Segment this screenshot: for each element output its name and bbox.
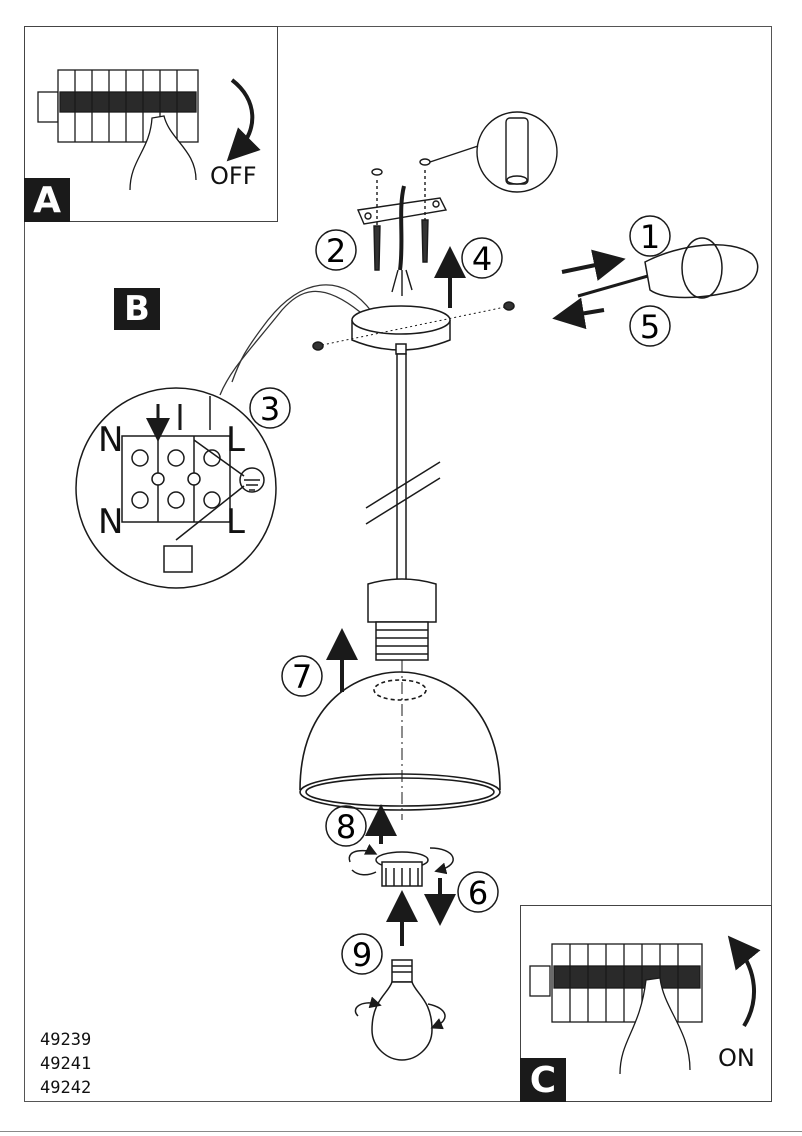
model-number: 49242 [40,1078,92,1098]
terminal-label-live-top: L [226,420,245,460]
terminal-label-live-bottom: L [226,502,245,542]
screwdriver [577,237,759,299]
step-circle-3: 3 [249,387,291,429]
svg-text:2: 2 [326,232,346,270]
wall-plug-detail [429,111,558,193]
light-bulb [354,959,446,1061]
step-circle-2: 2 [315,229,357,271]
sheet-frame [24,26,772,1102]
supply-cable [219,284,373,396]
terminal-block-detail [75,387,277,589]
bottom-rule [0,1131,802,1132]
breaker-on-illustration [529,935,761,1075]
panel-a-letter: A [24,178,70,222]
breaker-off-illustration [37,69,261,191]
step-circle-5: 5 [629,305,671,347]
step-circle-1: 1 [629,215,671,257]
svg-text:3: 3 [260,390,280,428]
step-circle-8: 8 [325,805,367,847]
step-circle-6: 6 [457,871,499,913]
terminal-label-neutral-bottom: N [98,502,124,542]
mounting-bracket [356,158,448,296]
svg-text:8: 8 [336,808,356,846]
svg-text:7: 7 [292,658,312,696]
on-label: ON [718,1044,755,1072]
svg-text:1: 1 [640,218,660,256]
lamp-holder-cup [367,578,437,661]
step-circle-7: 7 [281,655,323,697]
step-arrows [326,246,626,946]
pendant-stem [365,353,441,581]
panel-b-letter: B [114,288,160,330]
svg-text:4: 4 [472,240,492,278]
off-label: OFF [210,162,257,190]
socket-ring [348,843,454,887]
svg-text:6: 6 [468,874,488,912]
ceiling-canopy [312,301,515,355]
step-circle-9: 9 [341,933,383,975]
step-circle-4: 4 [461,237,503,279]
terminal-label-neutral-top: N [98,420,124,460]
svg-text:9: 9 [352,936,372,974]
model-number: 49239 [40,1030,92,1050]
panel-c-frame [520,905,772,1102]
lamp-shade [299,660,501,820]
panel-c-letter: C [520,1058,566,1102]
panel-a-frame [24,26,278,222]
model-number: 49241 [40,1054,92,1074]
svg-text:5: 5 [640,308,660,346]
